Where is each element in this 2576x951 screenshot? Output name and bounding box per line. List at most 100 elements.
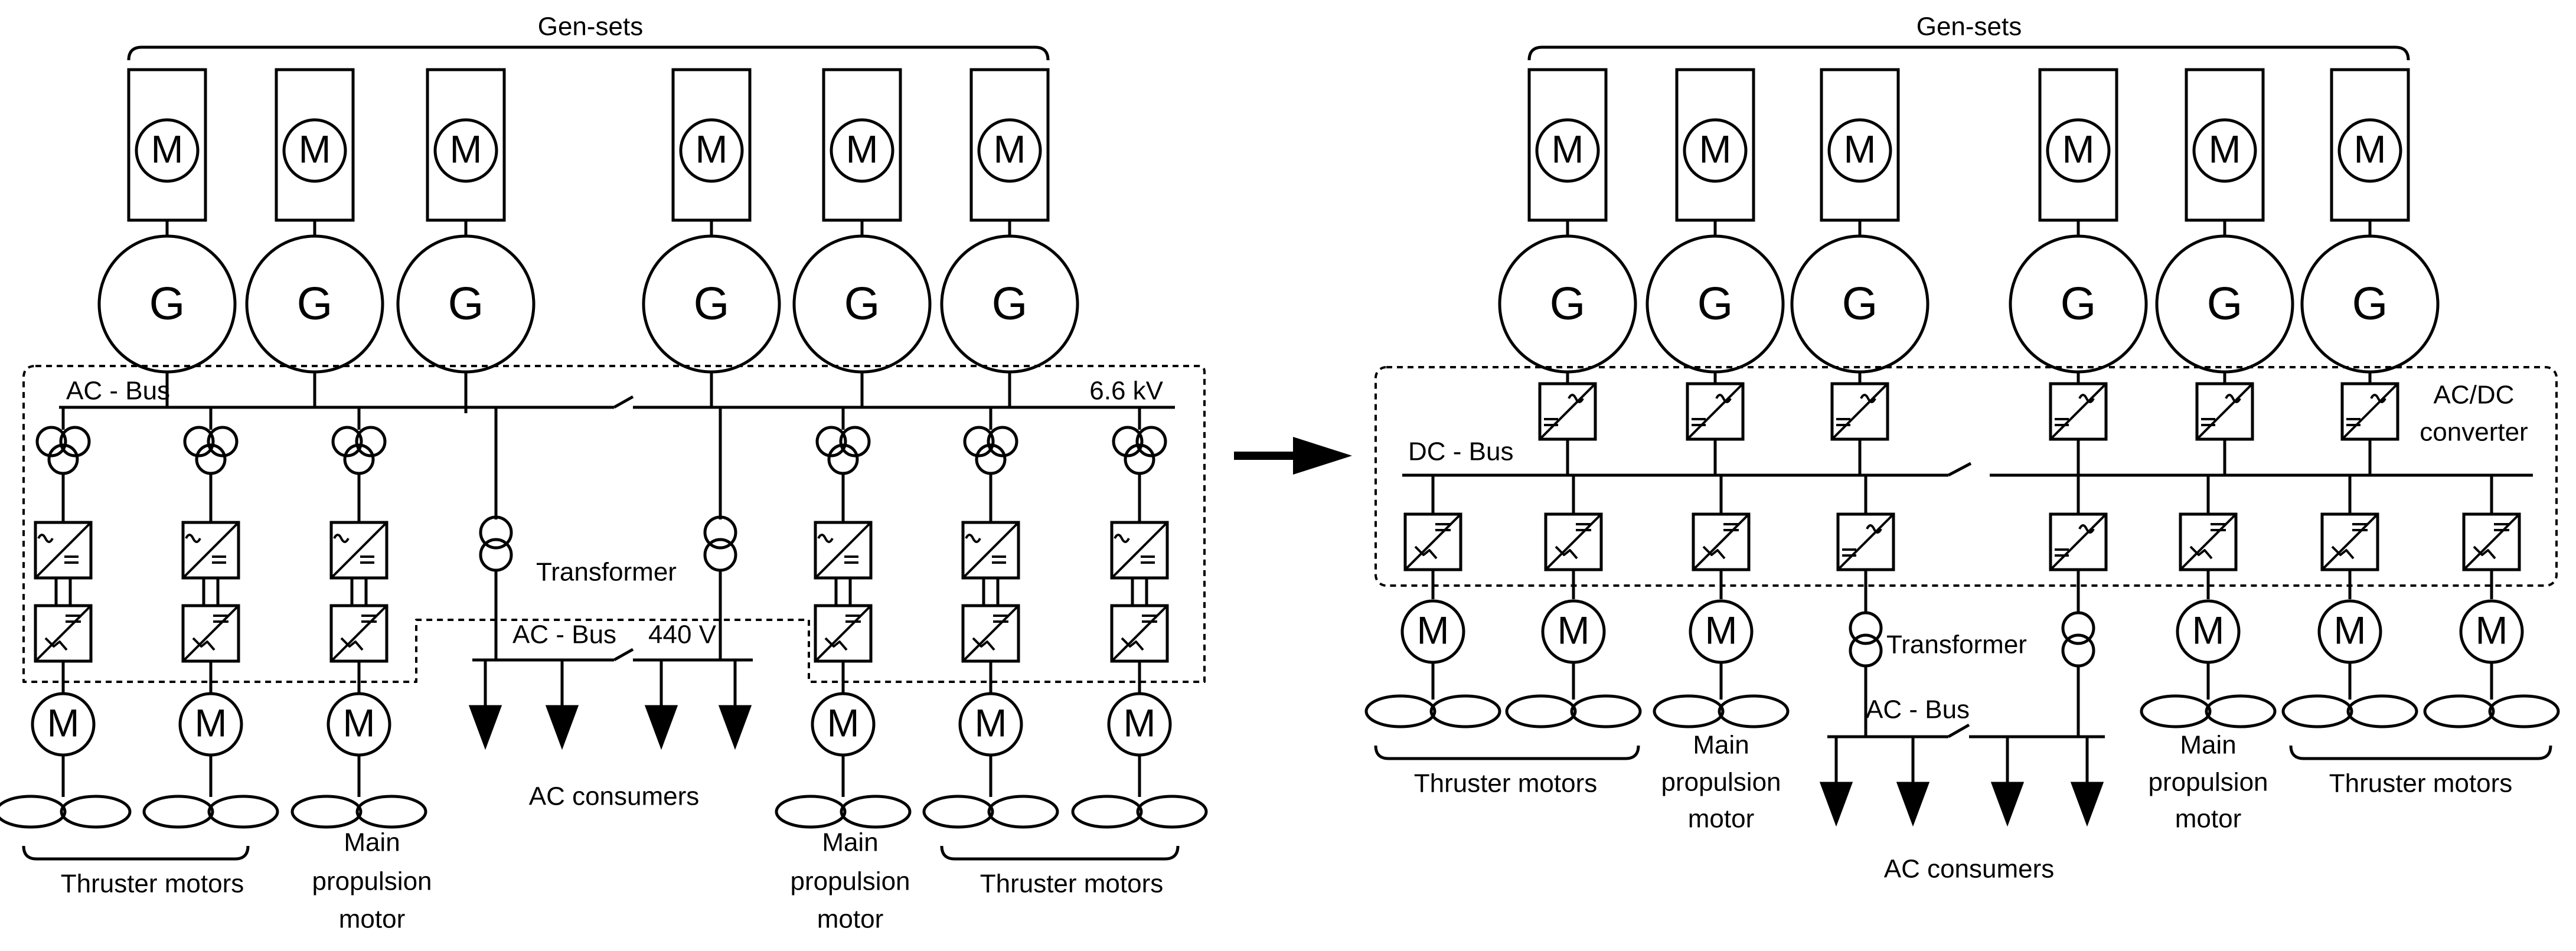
motor-letter: M: [1124, 701, 1156, 744]
genset-3: MG: [1790, 68, 1929, 374]
converter-diagonal: [2341, 383, 2399, 440]
transformer-winding: [35, 426, 67, 457]
motor-circle: [2459, 599, 2524, 664]
propeller-blade: [2423, 694, 2495, 728]
motor-letter: M: [151, 127, 184, 171]
inverter: [961, 604, 1020, 663]
inverter-diagonal: [1692, 513, 1750, 571]
acdc-converter: [2049, 382, 2108, 441]
generator-letter: G: [2061, 277, 2097, 329]
propeller-blade: [775, 795, 847, 829]
propeller: [775, 795, 912, 829]
motor-symbol-circle: [2046, 118, 2111, 183]
inverter: [1403, 512, 1462, 571]
propeller: [1653, 694, 1790, 728]
converter-box: [181, 521, 240, 580]
thruster-motors-label: Thruster motors: [2329, 769, 2513, 798]
propeller-blade: [207, 795, 279, 829]
genset-4: MG: [642, 68, 781, 374]
transformer-winding: [963, 426, 995, 457]
main-propulsion-motor-label: propulsion: [1661, 768, 1781, 797]
acdc-converter: [1538, 382, 1597, 441]
genset-2: MG: [1645, 68, 1785, 374]
converter-diagonal: [962, 521, 1020, 579]
arrow-mark: [1414, 545, 1438, 560]
propulsion-motor: M: [1689, 599, 1754, 664]
transformer-winding: [207, 426, 239, 457]
thruster-motors-label: Thruster motors: [61, 870, 244, 898]
propeller-blade: [142, 795, 214, 829]
converter-box: [1836, 512, 1895, 571]
main-propulsion-motor-label: propulsion: [2148, 768, 2268, 797]
converter-box: [2049, 382, 2108, 441]
motor-circle: [1541, 599, 1606, 664]
converter-box: [2195, 382, 2254, 441]
acdc-converter: [2195, 382, 2254, 441]
converter-label: converter: [2420, 418, 2528, 447]
main-propulsion-motor-label: Main: [822, 828, 878, 857]
propeller-blade: [2281, 694, 2353, 728]
motor-letter: M: [1417, 608, 1449, 652]
load-arrow: [1819, 782, 1853, 827]
lv-transformer: [703, 515, 737, 572]
load-arrow: [1896, 782, 1930, 827]
main-propulsion-motor-label: Main: [344, 828, 400, 857]
feeder-2: [202, 407, 220, 797]
lv-bus-label: AC - Bus: [512, 620, 616, 649]
generator-letter: G: [297, 277, 333, 329]
arrow-mark: [44, 637, 68, 651]
propeller-blade: [2346, 694, 2418, 728]
generator-letter: G: [1697, 277, 1733, 329]
transformer-winding: [59, 426, 91, 457]
arrow-mark: [340, 637, 364, 651]
ac-bus-label: AC - Bus: [66, 377, 170, 406]
converter-box: [1830, 382, 1889, 441]
load-arrow: [644, 705, 678, 750]
converter-box: [2049, 512, 2108, 571]
generator-circle: [792, 234, 932, 374]
inverter-box: [814, 604, 873, 663]
transformer-winding: [839, 426, 871, 457]
genset-6: MG: [2300, 68, 2440, 374]
inverter-diagonal: [1111, 604, 1168, 662]
transformer-winding: [343, 443, 375, 475]
propulsion-motor: M: [31, 692, 96, 757]
converter: [1110, 521, 1169, 580]
transition-arrow: [1234, 437, 1352, 475]
transformer-winding: [183, 426, 215, 457]
tilde-mark: [185, 534, 201, 543]
inverter-box: [2179, 512, 2238, 571]
propeller-blade: [1364, 694, 1436, 728]
main-propulsion-motor-label: motor: [1688, 805, 1754, 834]
transformer-winding: [1135, 426, 1167, 457]
generator-circle: [97, 234, 237, 374]
motor-letter: M: [343, 701, 376, 744]
arrow-head: [1293, 437, 1352, 475]
motor-letter: M: [1552, 127, 1584, 171]
converter-diagonal: [1539, 383, 1596, 440]
bus-breaker: [613, 395, 634, 409]
brace: [127, 45, 1050, 61]
inverter: [1544, 512, 1603, 571]
converter-diagonal: [1686, 383, 1744, 440]
generator-circle: [396, 234, 536, 374]
feeder-6: [1131, 407, 1148, 797]
propeller: [922, 795, 1059, 829]
low-voltage-label: 440 V: [648, 620, 717, 649]
propeller: [142, 795, 279, 829]
converter-box: [961, 521, 1020, 580]
feeder-transformer: [331, 426, 387, 475]
ac-consumers-label: AC consumers: [529, 782, 700, 811]
transformer-winding: [1124, 443, 1155, 475]
dcac-converter: [2049, 512, 2108, 571]
motor-letter: M: [2192, 608, 2225, 652]
generator-letter: G: [992, 277, 1028, 329]
transformer-winding: [47, 443, 79, 475]
inverter-diagonal: [2179, 513, 2237, 571]
feeder-5: [982, 407, 1000, 797]
thruster-brace: [940, 845, 1180, 861]
gensets-label: Gen-sets: [1917, 12, 2022, 41]
ac-consumer-1: [1819, 737, 1853, 827]
